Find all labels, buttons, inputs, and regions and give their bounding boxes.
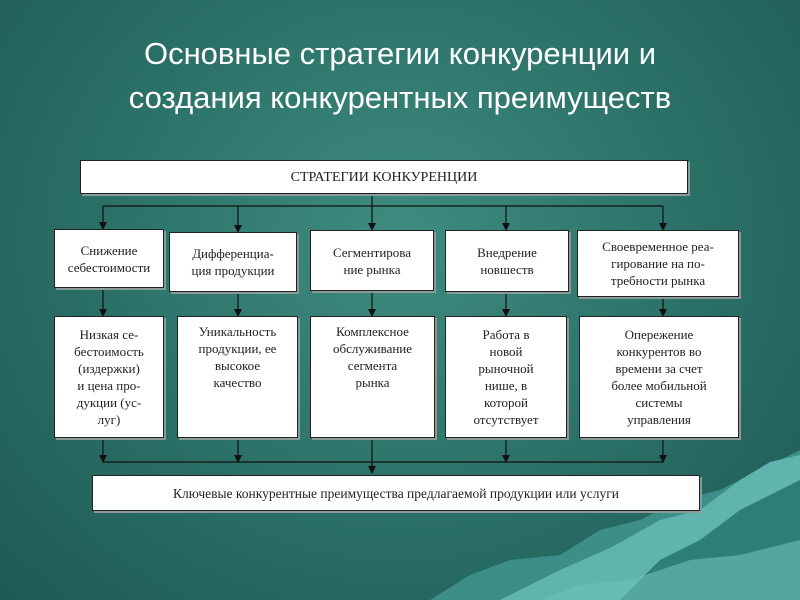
strategy-box-cost: Снижение себестоимости [54, 229, 164, 288]
title-line-2: создания конкурентных преимуществ [128, 80, 672, 115]
title-line-1: Основные стратегии конкуренции и [143, 36, 657, 71]
strategy-box-responsiveness: Своевременное реа- гирование на по- треб… [577, 230, 739, 297]
strategies-header-label: СТРАТЕГИИ КОНКУРЕНЦИИ [290, 169, 478, 185]
detail-box-segmentation: Комплексное обслуживание сегмента рынка [310, 316, 435, 438]
detail-box-differentiation: Уникальность продукции, ее высокое качес… [177, 316, 298, 438]
detail-label: Комплексное обслуживание сегмента рынка [332, 324, 413, 390]
strategies-header-box: СТРАТЕГИИ КОНКУРЕНЦИИ [80, 160, 688, 194]
detail-box-cost: Низкая се- бестоимость (издержки) и цена… [54, 316, 164, 438]
detail-label: Уникальность продукции, ее высокое качес… [198, 324, 277, 390]
strategy-box-innovation: Внедрение новшеств [445, 230, 569, 292]
detail-label: Низкая се- бестоимость (издержки) и цена… [74, 327, 144, 427]
strategy-label: Снижение себестоимости [67, 242, 151, 275]
detail-box-responsiveness: Опережение конкурентов во времени за сче… [579, 316, 739, 438]
detail-label: Работа в новой рыночной нише, в которой … [473, 327, 539, 427]
slide-title: Основные стратегии конкуренции и создани… [0, 32, 800, 120]
strategy-label: Дифференциа- ция продукции [191, 246, 275, 278]
detail-box-innovation: Работа в новой рыночной нише, в которой … [445, 316, 567, 438]
strategy-box-segmentation: Сегментирова ние рынка [310, 230, 434, 291]
key-advantages-label: Ключевые конкурентные преимущества предл… [173, 485, 619, 501]
strategy-label: Своевременное реа- гирование на по- треб… [602, 239, 714, 288]
key-advantages-box: Ключевые конкурентные преимущества предл… [92, 475, 700, 511]
detail-label: Опережение конкурентов во времени за сче… [611, 327, 707, 427]
strategy-label: Внедрение новшеств [477, 245, 537, 277]
strategy-box-differentiation: Дифференциа- ция продукции [169, 232, 297, 292]
strategy-label: Сегментирова ние рынка [332, 244, 412, 277]
